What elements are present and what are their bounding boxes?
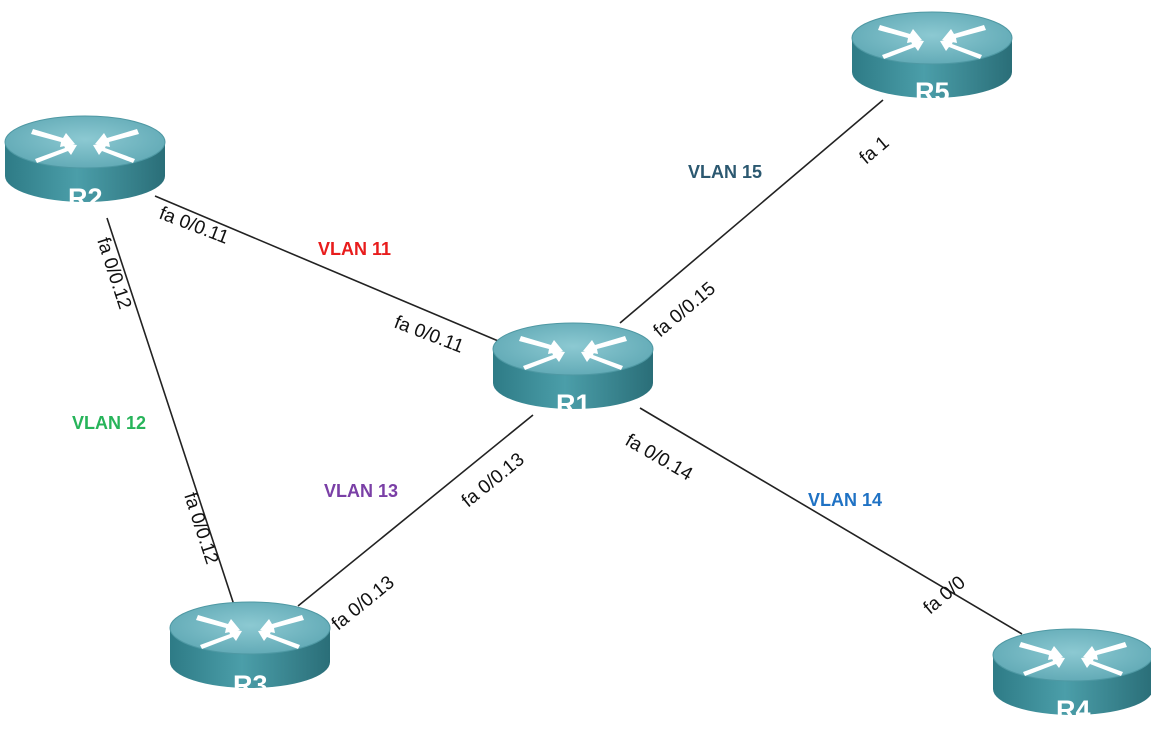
link-r2-r3: [106, 217, 235, 606]
link-r2-r1: [154, 195, 504, 344]
vlan-13-label: VLAN 13: [324, 481, 398, 501]
r2-fa-0-0.11-label: fa 0/0.11: [156, 203, 231, 249]
router-r5[interactable]: R5: [851, 11, 1013, 107]
vlan-14-label: VLAN 14: [808, 490, 882, 510]
r2-fa-0-0.12-label: fa 0/0.12: [92, 235, 135, 312]
router-r1-label: R1: [556, 389, 591, 419]
router-r2[interactable]: R2: [4, 115, 166, 213]
link-r1-r5: [619, 99, 884, 324]
vlan-11-label: VLAN 11: [318, 239, 391, 259]
router-r3[interactable]: R3: [169, 601, 331, 700]
router-r3-label: R3: [233, 670, 268, 700]
r3-fa-0-0.12-label: fa 0/0.12: [179, 490, 222, 567]
r1-fa-0-0.14-label: fa 0/0.14: [622, 430, 697, 485]
vlan-15-label: VLAN 15: [688, 162, 762, 182]
r1-fa-0-0.15-label: fa 0/0.15: [650, 278, 720, 342]
vlan-12-label: VLAN 12: [72, 413, 146, 433]
r1-fa-0-0.11-label: fa 0/0.11: [391, 312, 466, 358]
r3-fa-0-0.13-label: fa 0/0.13: [328, 572, 399, 635]
router-r4-label: R4: [1056, 695, 1091, 725]
link-r1-r4: [639, 407, 1023, 635]
router-r4[interactable]: R4: [992, 628, 1151, 725]
r1-fa-0-0.13-label: fa 0/0.13: [458, 449, 529, 512]
r4-fa-0-0-label: fa 0/0: [920, 572, 970, 619]
link-r1-r3: [297, 414, 534, 607]
router-r1[interactable]: R1: [492, 322, 654, 419]
router-r2-label: R2: [68, 183, 103, 213]
r5-fa-1-label: fa 1: [856, 132, 894, 168]
router-r5-label: R5: [915, 77, 950, 107]
